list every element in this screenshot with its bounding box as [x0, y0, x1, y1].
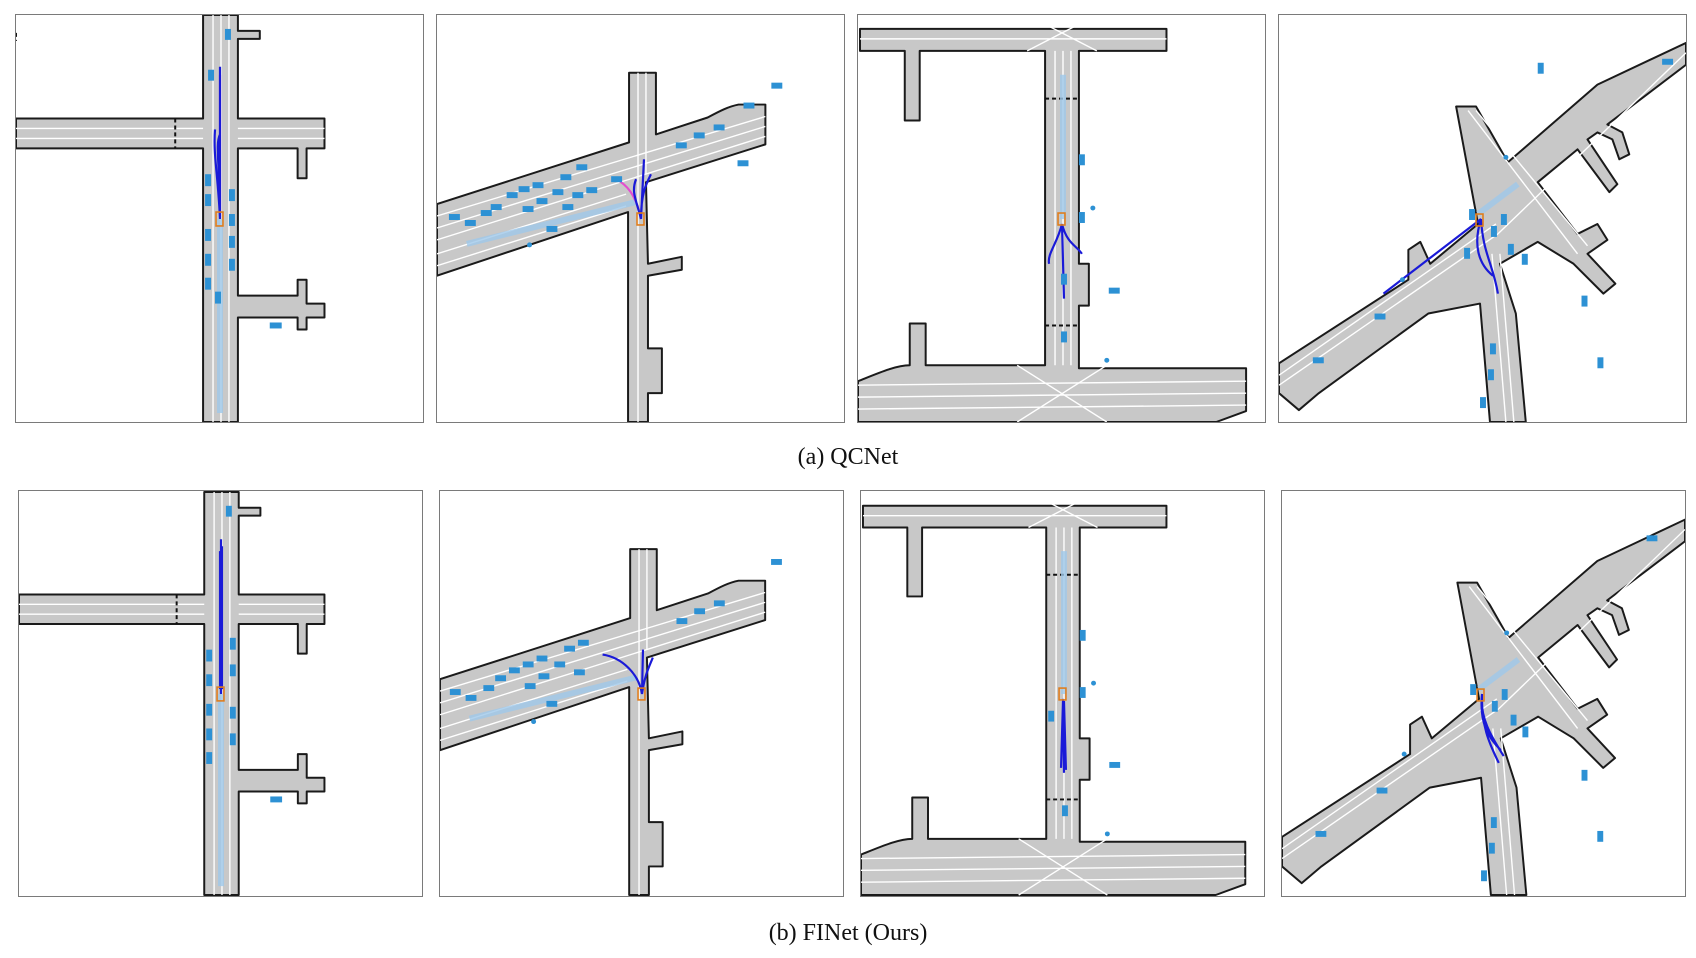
panel-a4 — [1278, 14, 1687, 423]
map-scene-a4 — [1279, 41, 1686, 422]
map-scene-a1 — [16, 15, 326, 422]
vehicles-a4 — [1312, 58, 1674, 409]
panel-b4 — [1281, 490, 1686, 897]
vehicles-a3 — [1061, 154, 1120, 363]
panel-a1 — [15, 14, 424, 423]
vehicles-b3 — [1048, 629, 1121, 837]
panel-b3 — [860, 490, 1265, 897]
map-scene-a2 — [437, 71, 783, 422]
panel-b1 — [18, 490, 423, 897]
map-scene-b4 — [1282, 518, 1685, 896]
panel-a3 — [857, 14, 1266, 423]
map-scene-b3 — [861, 491, 1247, 896]
panel-a2 — [436, 14, 845, 423]
vehicles-b1 — [206, 505, 283, 803]
row-b-caption: (b) FINet (Ours) — [768, 920, 928, 946]
map-scene-b1 — [19, 491, 326, 896]
vehicles-b4 — [1315, 535, 1658, 882]
vehicles-b2 — [449, 559, 782, 725]
vehicles-a2 — [448, 82, 783, 248]
map-scene-b2 — [440, 548, 782, 896]
map-scene-a3 — [858, 15, 1248, 422]
panel-b2 — [439, 490, 844, 897]
vehicles-a1 — [205, 28, 282, 329]
row-a-caption: (a) QCNet — [797, 444, 899, 470]
